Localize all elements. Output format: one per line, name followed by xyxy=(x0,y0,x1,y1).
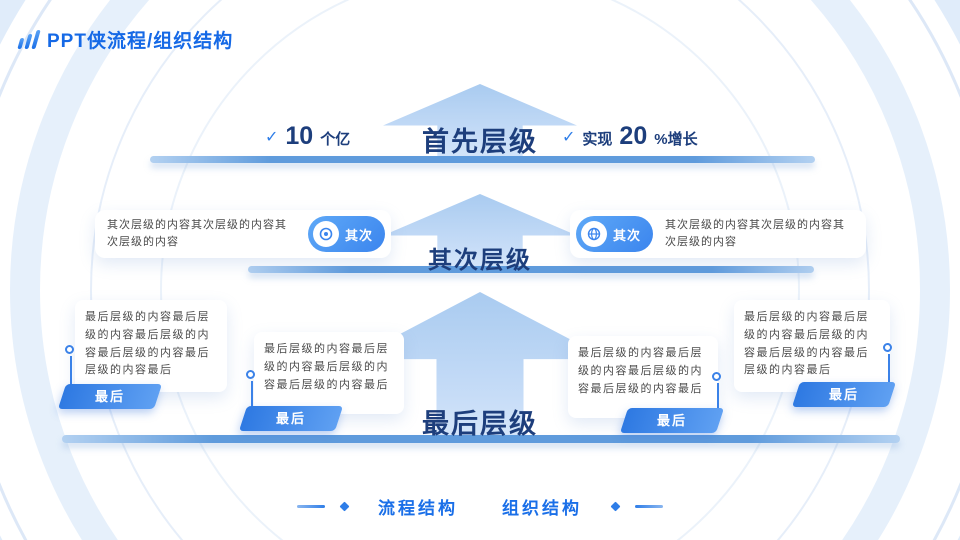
logo-icon xyxy=(17,30,41,49)
tab-last-4: 最后 xyxy=(791,382,897,407)
connector-line xyxy=(717,383,719,410)
platform-first-level xyxy=(150,156,815,163)
stat-suffix: %增长 xyxy=(654,131,698,148)
tab-label: 最后 xyxy=(656,413,687,428)
badge-label: 其次 xyxy=(613,227,642,243)
third-level-card-4: 最后层级的内容最后层级的内容最后层级的内容最后层级的内容最后层级的内容最后 xyxy=(734,300,890,392)
connector-line xyxy=(70,356,72,386)
level-title-third: 最后层级 xyxy=(422,409,538,439)
card-text: 其次层级的内容其次层级的内容其次层级的内容 xyxy=(107,218,287,248)
tab-last-1: 最后 xyxy=(57,384,163,409)
tab-label: 最后 xyxy=(94,389,125,404)
connector-dot-icon xyxy=(712,372,721,381)
diamond-icon xyxy=(339,501,350,512)
tab-label: 最后 xyxy=(275,411,306,426)
third-level-card-3: 最后层级的内容最后层级的内容最后层级的内容最后层级的内容最后 xyxy=(568,336,718,418)
second-level-card-left: 其次层级的内容其次层级的内容其次层级的内容 其次 xyxy=(95,210,391,258)
stat-value: 20 xyxy=(619,122,648,150)
stat-right: ✓ 实现 20 %增长 xyxy=(562,122,698,151)
tab-last-3: 最后 xyxy=(619,408,725,433)
badge-label: 其次 xyxy=(344,227,373,243)
badge-second-left: 其次 xyxy=(307,216,385,252)
connector-line xyxy=(888,354,890,384)
stat-unit: 个亿 xyxy=(320,131,351,148)
page-title: PPT侠流程/组织结构 xyxy=(47,31,234,52)
divider-line xyxy=(297,505,325,508)
stat-value: 10 xyxy=(285,122,314,150)
second-level-card-right: 其次 其次层级的内容其次层级的内容其次层级的内容 xyxy=(570,210,866,258)
tab-last-2: 最后 xyxy=(238,406,344,431)
footer-item-process: 流程结构 xyxy=(378,499,458,518)
platform-third-level xyxy=(62,435,900,443)
header: PPT侠流程/组织结构 xyxy=(17,26,234,53)
stat-prefix: 实现 xyxy=(582,131,613,148)
badge-second-right: 其次 xyxy=(576,216,654,252)
connector-dot-icon xyxy=(883,343,892,352)
connector-dot-icon xyxy=(65,345,74,354)
connector-line xyxy=(251,381,253,408)
tab-label: 最后 xyxy=(828,387,859,402)
platform-second-level xyxy=(248,266,814,273)
level-title-second: 其次层级 xyxy=(428,247,532,274)
footer-item-organization: 组织结构 xyxy=(502,499,582,518)
diamond-icon xyxy=(610,501,621,512)
globe-icon xyxy=(581,221,607,247)
third-level-card-1: 最后层级的内容最后层级的内容最后层级的内容最后层级的内容最后层级的内容最后 xyxy=(75,300,227,392)
third-level-card-2: 最后层级的内容最后层级的内容最后层级的内容最后层级的内容最后 xyxy=(254,332,404,414)
target-icon xyxy=(312,221,339,247)
footer: 流程结构 组织结构 xyxy=(0,494,960,519)
check-icon: ✓ xyxy=(265,129,279,146)
check-icon: ✓ xyxy=(562,129,576,146)
stat-left: ✓ 10 个亿 xyxy=(265,122,350,151)
level-title-first: 首先层级 xyxy=(422,127,538,157)
connector-dot-icon xyxy=(246,370,255,379)
divider-line xyxy=(635,505,663,508)
card-text: 其次层级的内容其次层级的内容其次层级的内容 xyxy=(665,218,846,248)
